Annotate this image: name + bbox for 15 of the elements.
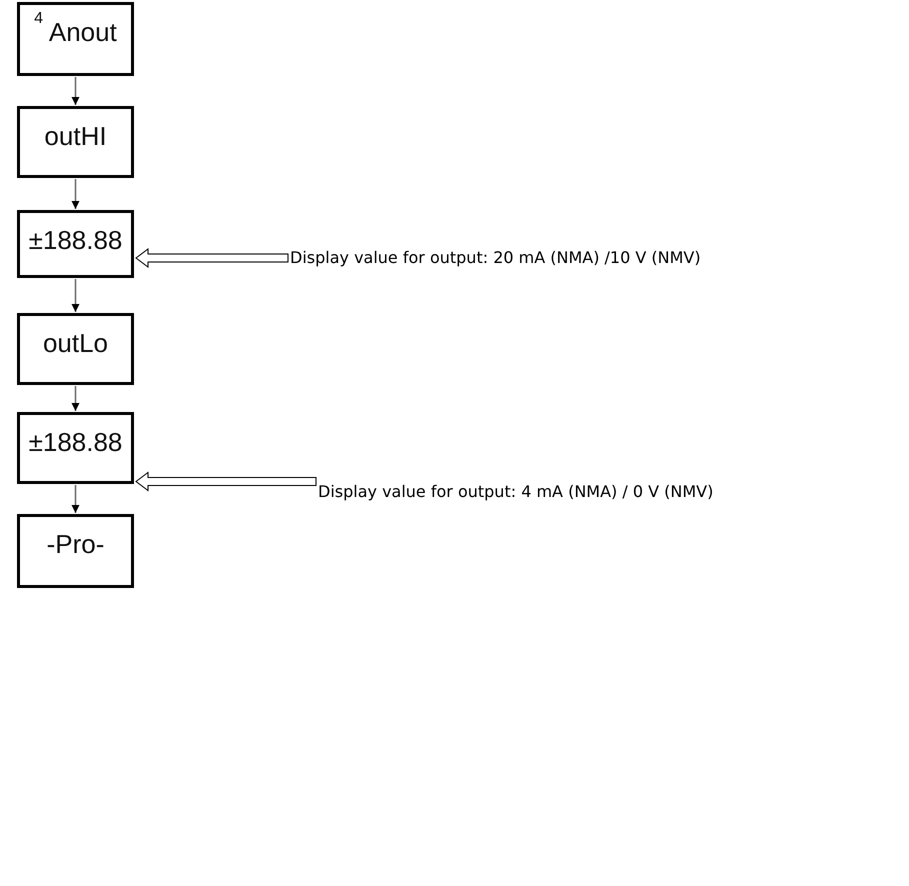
display-box: -Pro- bbox=[17, 514, 134, 588]
display-box: ±188.88 bbox=[17, 210, 134, 278]
display-box: ±188.88 bbox=[17, 412, 134, 484]
arrow bbox=[72, 279, 80, 312]
display-box: outHI bbox=[17, 106, 134, 178]
display-box: outLo bbox=[17, 313, 134, 385]
hollow-arrow bbox=[135, 472, 316, 492]
arrow bbox=[72, 386, 80, 411]
display-box: $^{4}$ Anout bbox=[17, 2, 134, 76]
arrow bbox=[72, 179, 80, 209]
annotation-text: Display value for output: 20 mA (NMA) /10 V (NMV) bbox=[290, 245, 701, 271]
annotation-text: Display value for output: 4 mA (NMA) / 0 V (NMV) bbox=[318, 479, 714, 505]
hollow-arrow bbox=[135, 248, 288, 268]
arrow bbox=[72, 77, 80, 105]
arrow bbox=[72, 485, 80, 513]
